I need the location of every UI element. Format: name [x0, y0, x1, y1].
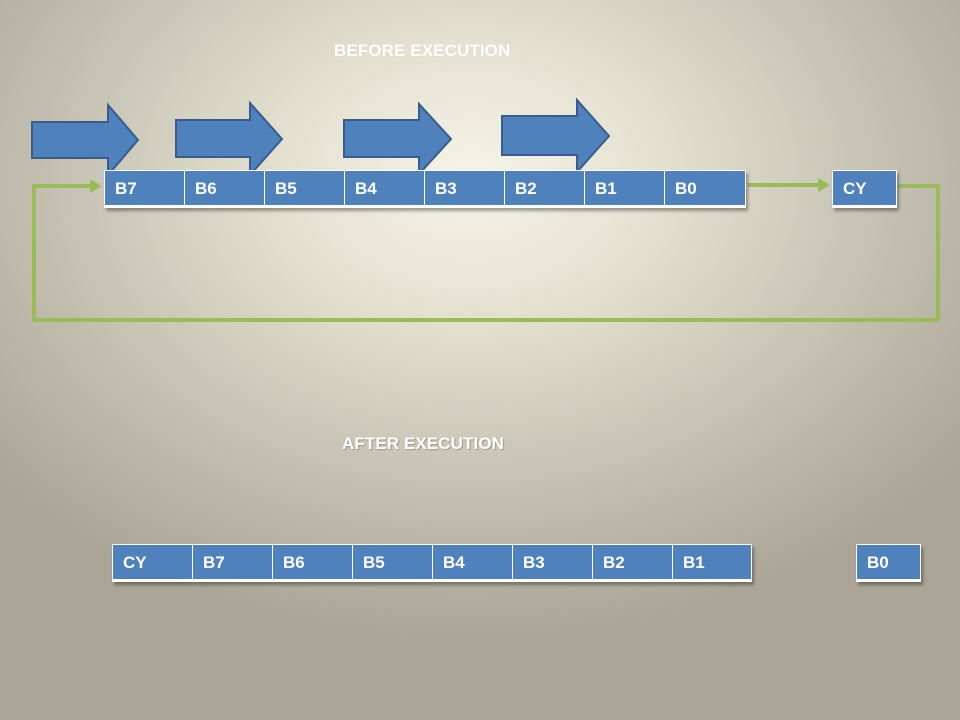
- loop-back-connector-icon: [32, 179, 940, 322]
- after-bit-cell: B7: [192, 544, 272, 582]
- shift-arrow-icon-group: [31, 97, 611, 178]
- before-execution-title: BEFORE EXECUTION: [334, 41, 511, 60]
- after-bit-cell: B2: [592, 544, 672, 582]
- after-bit-cell: CY: [112, 544, 192, 582]
- before-bit-cell: B6: [184, 170, 264, 208]
- before-bit-cell: B2: [504, 170, 584, 208]
- before-register: B7 B6 B5 B4 B3 B2 B1 B0: [104, 170, 746, 208]
- after-bit-cell: B4: [432, 544, 512, 582]
- shift-arrow-icon: [343, 101, 453, 177]
- before-bit-cell: B3: [424, 170, 504, 208]
- before-carry-cell: CY: [832, 170, 897, 208]
- before-bit-cell: B4: [344, 170, 424, 208]
- after-bit-cell: B5: [352, 544, 432, 582]
- after-execution-title: AFTER EXECUTION: [342, 434, 505, 453]
- before-bit-cell: B7: [104, 170, 184, 208]
- before-bit-cell: B1: [584, 170, 664, 208]
- after-bit-cell: B1: [672, 544, 752, 582]
- before-carry-box: CY: [832, 170, 897, 208]
- shift-arrow-icon: [175, 100, 284, 178]
- after-bit-cell: B3: [512, 544, 592, 582]
- before-bit-cell: B5: [264, 170, 344, 208]
- before-bit-cell: B0: [664, 170, 746, 208]
- after-register: CY B7 B6 B5 B4 B3 B2 B1: [112, 544, 752, 582]
- shift-arrow-icon: [31, 102, 140, 178]
- shift-arrow-icon: [501, 97, 611, 175]
- carry-connector-icon: [748, 178, 830, 192]
- after-carry-box: B0: [856, 544, 921, 582]
- after-carry-cell: B0: [856, 544, 921, 582]
- after-bit-cell: B6: [272, 544, 352, 582]
